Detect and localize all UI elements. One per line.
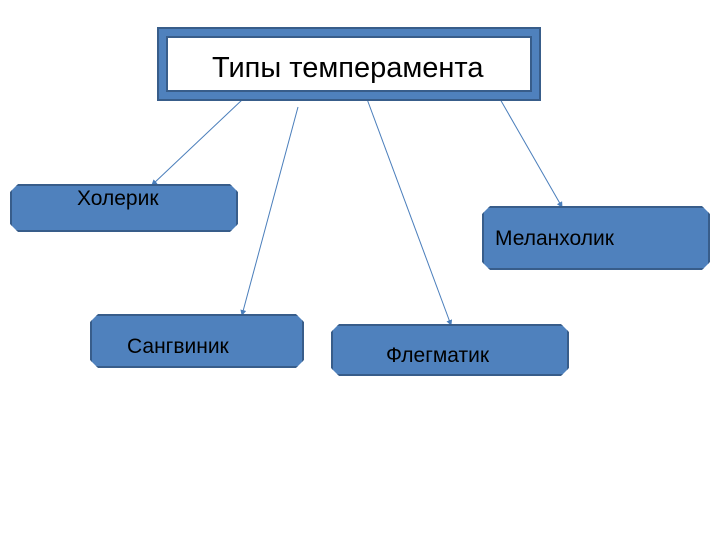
- node-sanguine-label: Сангвиник: [127, 335, 229, 358]
- arrow-to-melancholic: [499, 98, 563, 208]
- node-phlegmatic: [331, 324, 569, 376]
- node-melancholic-label: Меланхолик: [495, 227, 614, 250]
- arrow-to-phlegmatic: [366, 98, 453, 326]
- node-phlegmatic-label: Флегматик: [386, 344, 490, 367]
- node-choleric: [10, 184, 238, 232]
- title-box: [166, 36, 532, 92]
- diagram-title: Типы темперамента: [212, 52, 484, 84]
- arrow-to-sanguine: [240, 106, 299, 316]
- node-sanguine: [90, 314, 304, 368]
- node-melancholic: [482, 206, 710, 270]
- node-choleric-label: Холерик: [77, 187, 159, 210]
- arrow-to-choleric: [151, 98, 244, 186]
